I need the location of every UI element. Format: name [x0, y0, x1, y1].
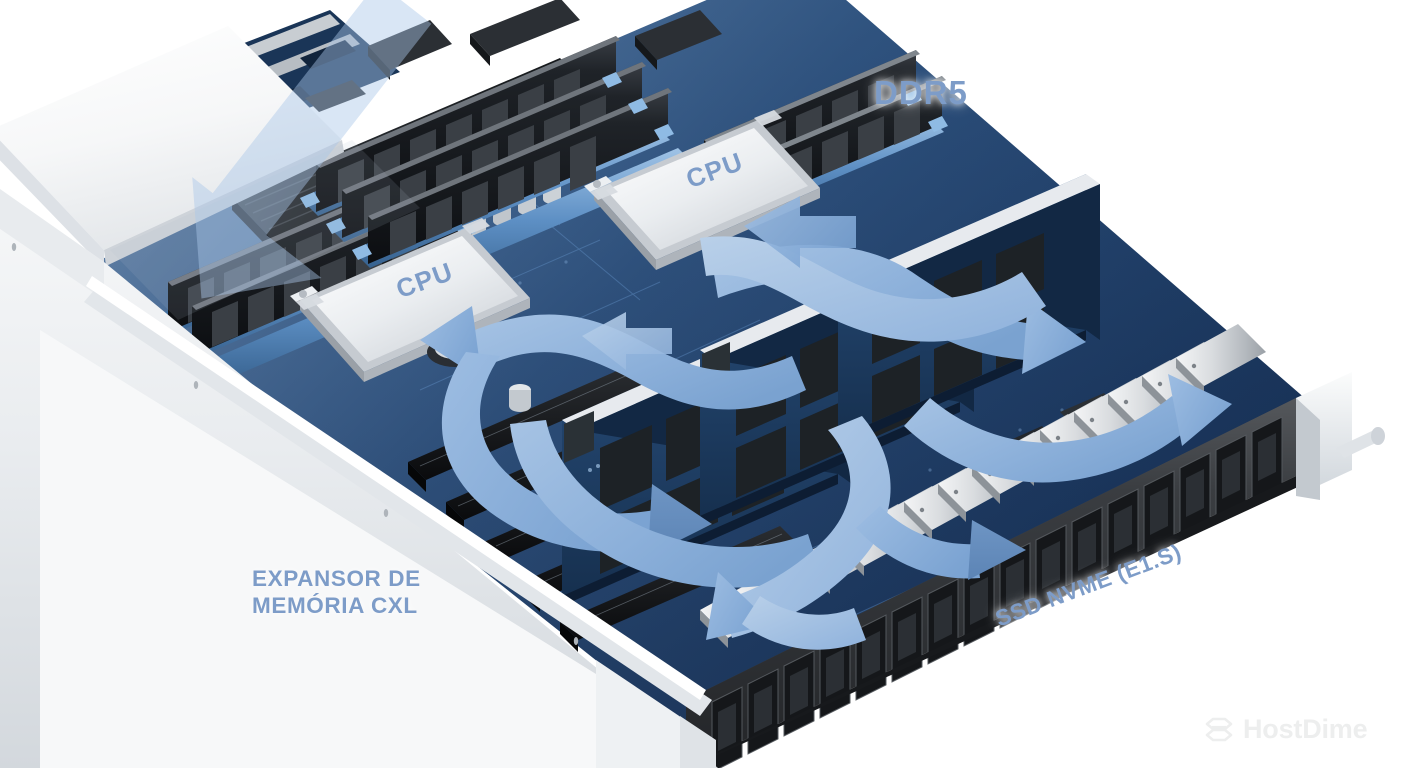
- airflow-arrow-intake: [192, 0, 432, 299]
- airflow-shroud: [110, 140, 420, 320]
- airflow-ribbon-9: [742, 596, 866, 650]
- rear-connector-blocks: [368, 0, 722, 80]
- standoff-post: [509, 384, 531, 412]
- cpu-socket-2: [584, 110, 820, 270]
- airflow-ribbon-8: [856, 506, 1026, 580]
- airflow-ribbon-2: [700, 236, 1046, 342]
- rack-ear-handle: [1296, 372, 1385, 500]
- airflow-ribbon-7: [904, 374, 1232, 483]
- chassis-shell: [0, 26, 718, 768]
- airflow-chevrons: [582, 196, 856, 370]
